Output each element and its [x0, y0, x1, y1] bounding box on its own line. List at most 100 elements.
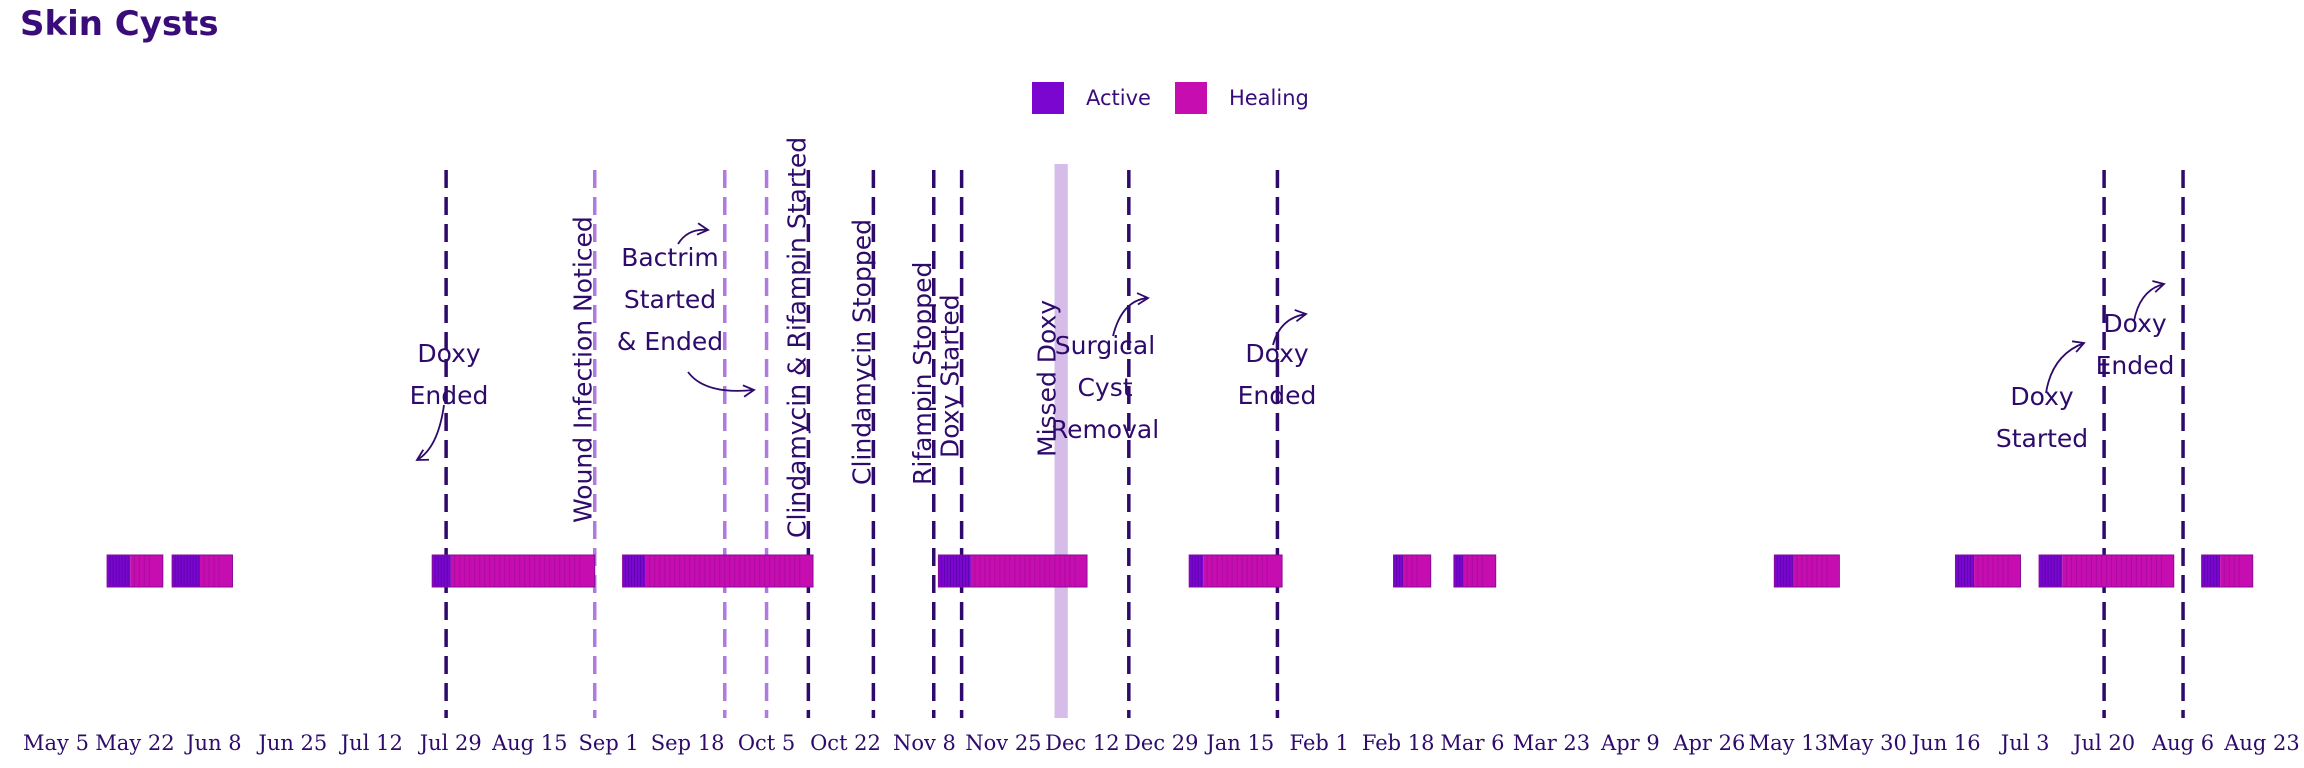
x-tick-label: Apr 9	[1600, 731, 1660, 755]
legend-swatch-healing	[1174, 82, 1207, 114]
legend-item-healing: Healing	[1174, 82, 1309, 114]
episode-outline	[937, 554, 1088, 588]
annotation-line: Ended	[410, 381, 489, 410]
episode-outline	[2201, 554, 2254, 588]
episode-outline	[171, 554, 233, 588]
legend-swatch-active	[1032, 82, 1064, 114]
healing-bar	[1792, 555, 1840, 587]
active-bar	[172, 555, 200, 587]
annotation-arrow	[2133, 283, 2165, 322]
x-tick-label: Dec 29	[1124, 731, 1198, 755]
x-tick-label: Jan 15	[1204, 731, 1274, 755]
x-tick-label: Jun 25	[256, 731, 327, 755]
healing-bar	[450, 555, 595, 587]
annotation-arrow	[1272, 313, 1307, 346]
episode-outline	[1393, 554, 1432, 588]
x-tick-label: Jul 12	[339, 731, 403, 755]
annotation-arrow	[2045, 342, 2085, 394]
annotation-line: Started	[1996, 424, 2088, 453]
page-title: Skin Cysts	[20, 4, 219, 44]
episode-outline	[2038, 554, 2175, 588]
annotation-arrow	[1112, 297, 1149, 337]
arrowhead	[1294, 309, 1308, 323]
x-tick-label: Oct 5	[738, 731, 795, 755]
annotation-line: Cyst	[1077, 373, 1132, 402]
x-tick-label: Jun 8	[184, 731, 242, 755]
healing-bar	[199, 555, 233, 587]
arrowhead	[415, 449, 430, 461]
x-tick-label: Sep 1	[579, 731, 639, 755]
x-tick-label: Jul 20	[2071, 731, 2135, 755]
x-tick-label: Feb 1	[1290, 731, 1349, 755]
x-tick-label: Nov 8	[893, 731, 956, 755]
x-tick-label: Dec 12	[1045, 731, 1119, 755]
x-tick-label: Jun 16	[1910, 731, 1981, 755]
arrowhead	[742, 384, 756, 398]
x-tick-label: Aug 15	[491, 731, 568, 755]
healing-bar	[1203, 555, 1283, 587]
annotation-arrow	[416, 404, 445, 461]
healing-bar	[1463, 555, 1496, 587]
x-tick-label: Mar 6	[1440, 731, 1504, 755]
x-tick-label: Jul 29	[418, 731, 482, 755]
healing-bar	[645, 555, 814, 587]
episode-outline	[106, 554, 164, 588]
arrowhead	[2071, 340, 2086, 353]
x-tick-label: May 13	[1749, 731, 1828, 755]
x-tick-label: Aug 6	[2151, 731, 2214, 755]
active-bar	[1189, 555, 1204, 587]
active-bar	[1453, 555, 1464, 587]
annotation-line: Ended	[1238, 381, 1317, 410]
healing-bar	[130, 555, 163, 587]
annotation-line: Surgical	[1055, 331, 1155, 360]
legend: Active Healing	[1032, 82, 1333, 114]
x-tick-label: Mar 23	[1513, 731, 1590, 755]
event-line-label: Wound Infection Noticed	[569, 216, 598, 523]
episode-outline	[1954, 554, 2022, 588]
x-tick-label: Feb 18	[1362, 731, 1435, 755]
active-bar	[1393, 555, 1403, 587]
x-tick-label: Apr 26	[1672, 731, 1745, 755]
legend-item-active: Active	[1032, 82, 1151, 114]
annotation-line: Doxy	[1245, 339, 1309, 368]
annotation-arrow	[677, 228, 709, 245]
x-tick-label: May 22	[95, 731, 174, 755]
healing-bar	[1974, 555, 2021, 587]
annotation-line: Removal	[1051, 415, 1159, 444]
legend-label-active: Active	[1086, 86, 1151, 110]
x-tick-label: Oct 22	[810, 731, 881, 755]
episode-outline	[1188, 554, 1283, 588]
arrowhead	[2152, 280, 2166, 293]
annotation-line: Bactrim	[621, 243, 719, 272]
healing-bar	[2220, 555, 2253, 587]
event-line-label: Clindamycin Stopped	[847, 219, 876, 485]
x-tick-label: Sep 18	[651, 731, 725, 755]
annotation-line: Doxy	[2010, 382, 2074, 411]
x-tick-label: May 30	[1828, 731, 1907, 755]
arrowhead	[1136, 292, 1150, 306]
x-tick-label: Nov 25	[965, 731, 1041, 755]
event-line-label: Rifampin Stopped	[908, 262, 937, 485]
annotation-arrow	[687, 371, 755, 392]
arrowhead	[696, 222, 710, 236]
active-bar	[938, 555, 971, 587]
x-tick-label: May 5	[23, 731, 89, 755]
episode-outline	[431, 554, 596, 588]
episode-outline	[622, 554, 814, 588]
shaded-period-label: Missed Doxy	[1033, 300, 1062, 457]
x-tick-label: Aug 23	[2223, 731, 2300, 755]
episode-outline	[1453, 554, 1497, 588]
annotation-line: Started	[624, 285, 716, 314]
event-line-label: Clindamycin & Rifampin Started	[782, 137, 811, 538]
legend-label-healing: Healing	[1228, 86, 1309, 110]
x-tick-label: Jul 3	[1999, 731, 2050, 755]
episode-outline	[1773, 554, 1840, 588]
annotation-line: Ended	[2096, 351, 2175, 380]
